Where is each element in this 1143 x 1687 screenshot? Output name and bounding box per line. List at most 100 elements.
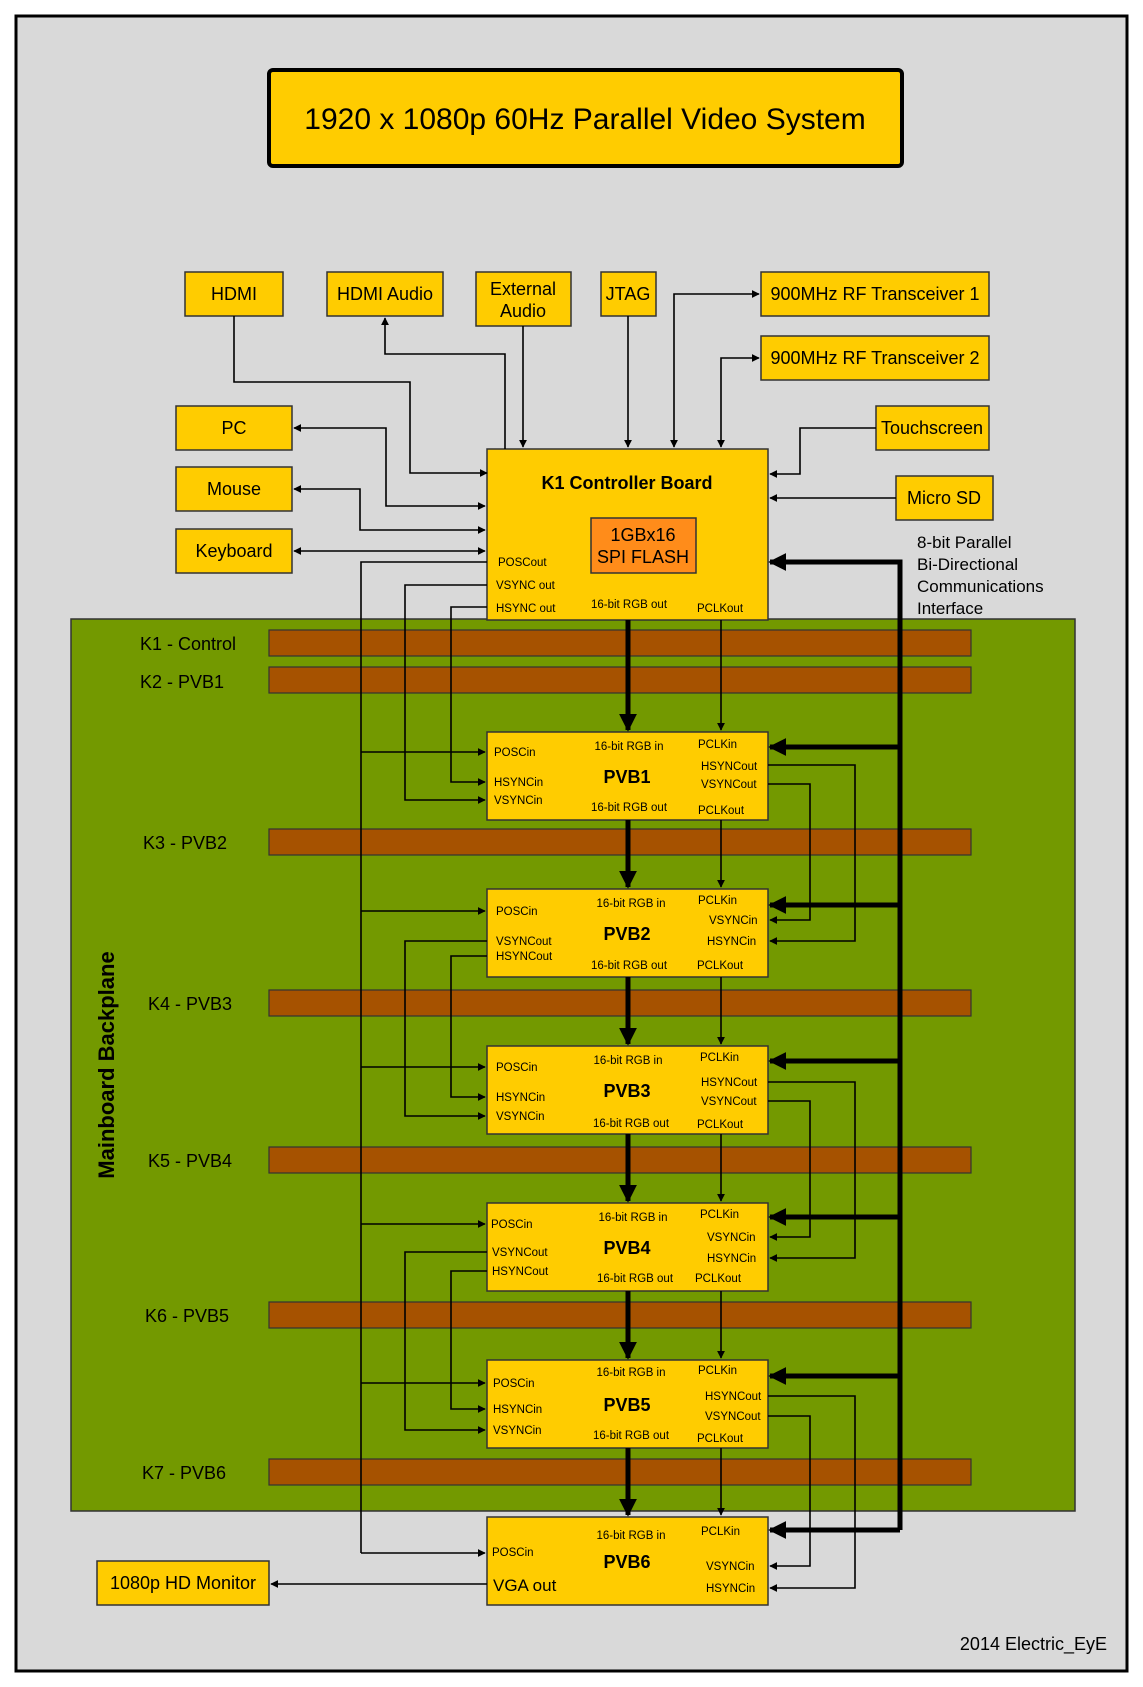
hd-monitor-label: 1080p HD Monitor: [110, 1573, 256, 1593]
peripherals: HDMI HDMI Audio External Audio JTAG 900M…: [96, 271, 994, 1606]
slot-label-k2: K2 - PVB1: [140, 672, 224, 692]
data-buses: [619, 553, 903, 1539]
pvb5-rgb-in: 16-bit RGB in: [596, 1367, 665, 1379]
spi-flash-label-2: SPI FLASH: [597, 547, 689, 567]
pvb3-box: [486, 1045, 769, 1135]
pvb2-rgb-out: 16-bit RGB out: [591, 960, 668, 972]
pvb2-pin-poscin: POSCin: [496, 906, 538, 918]
jtag-label: JTAG: [606, 284, 651, 304]
wire-hsync-pvb5-pvb6: [768, 1395, 856, 1592]
pvb6-pin-vsyncin: VSYNCin: [706, 1561, 755, 1573]
controller-title: K1 Controller Board: [541, 473, 712, 493]
hdmi-box: [184, 271, 284, 317]
external-audio-label-2: Audio: [500, 301, 546, 321]
pvb3-pin-pclkin: PCLKin: [700, 1052, 739, 1064]
pc-label: PC: [221, 418, 246, 438]
slot-label-k1: K1 - Control: [140, 634, 236, 654]
pvb2-pin-pclkout: PCLKout: [697, 960, 744, 972]
pvb4-pin-vsyncin: VSYNCin: [707, 1232, 756, 1244]
slot-label-k6: K6 - PVB5: [145, 1306, 229, 1326]
slot-label-k4: K4 - PVB3: [148, 994, 232, 1014]
wire-vsync-pvb4-pvb5: [404, 1251, 487, 1434]
pvb5-pin-hsyncin: HSYNCin: [493, 1404, 542, 1416]
pvb6-pin-poscin: POSCin: [492, 1547, 534, 1559]
pvb5-pin-vsyncin: VSYNCin: [493, 1425, 542, 1437]
pvb4-title: PVB4: [603, 1238, 650, 1258]
mouse-box: [175, 466, 293, 512]
credit-label: 2014 Electric_EyE: [960, 1634, 1107, 1655]
pvb4-pin-pclkout: PCLKout: [695, 1273, 742, 1285]
slot-label-k3: K3 - PVB2: [143, 833, 227, 853]
pvb4-pin-pclkin: PCLKin: [700, 1209, 739, 1221]
pvb2-title: PVB2: [603, 924, 650, 944]
pvb3-pin-vsyncout: VSYNCout: [701, 1096, 757, 1108]
pvb2-pin-hsyncout: HSYNCout: [496, 951, 553, 963]
pvb4-pin-vsyncout: VSYNCout: [492, 1247, 548, 1259]
pvb6-pin-vga-out: VGA out: [493, 1576, 557, 1595]
pvb2-pin-vsyncout: VSYNCout: [496, 936, 552, 948]
slot-k4: [268, 989, 972, 1017]
slot-k6: [268, 1301, 972, 1329]
pvb5-board: PVB5 16-bit RGB in 16-bit RGB out POSCin…: [486, 1359, 769, 1449]
pvb3-pin-hsyncout: HSYNCout: [701, 1077, 758, 1089]
spi-flash-label-1: 1GBx16: [610, 525, 675, 545]
pvb2-board: PVB2 16-bit RGB in 16-bit RGB out POSCin…: [486, 888, 769, 978]
rf-transceiver-2-label: 900MHz RF Transceiver 2: [770, 348, 979, 368]
pvb4-box: [486, 1202, 769, 1292]
pvb1-title: PVB1: [603, 767, 650, 787]
hd-monitor-box: [96, 1560, 270, 1606]
comms-note-line-3: Communications: [917, 577, 1044, 596]
comms-note-line-4: Interface: [917, 599, 983, 618]
wire-mouse: [293, 485, 486, 534]
backplane-label: Mainboard Backplane: [94, 951, 119, 1178]
pvb2-box: [486, 888, 769, 978]
wire-vsync-pvb3-pvb4: [768, 1100, 811, 1241]
hdmi-audio-label: HDMI Audio: [337, 284, 433, 304]
pvb2-pin-vsyncin: VSYNCin: [709, 915, 758, 927]
micro-sd-box: [895, 475, 994, 521]
pvb6-title: PVB6: [603, 1552, 650, 1572]
pvb2-rgb-in: 16-bit RGB in: [596, 898, 665, 910]
pvb3-pin-hsyncin: HSYNCin: [496, 1092, 545, 1104]
external-audio-box: [475, 271, 572, 327]
pvb5-pin-poscin: POSCin: [493, 1378, 535, 1390]
wire-hsync-pvb2-pvb3: [450, 955, 487, 1101]
rf-transceiver-1-box: [760, 271, 990, 317]
slot-label-k7: K7 - PVB6: [142, 1463, 226, 1483]
slot-k7: [268, 1458, 972, 1486]
mouse-label: Mouse: [207, 479, 261, 499]
wire-rf2: [717, 354, 760, 448]
slot-k2: [268, 666, 972, 694]
diagram-title: 1920 x 1080p 60Hz Parallel Video System: [304, 103, 865, 136]
wire-hsync-pvb4-pvb5: [450, 1270, 487, 1413]
pvb5-pin-vsyncout: VSYNCout: [705, 1411, 761, 1423]
pvb4-rgb-in: 16-bit RGB in: [598, 1212, 667, 1224]
micro-sd-label: Micro SD: [907, 488, 981, 508]
controller-pin-pclkout: PCLKout: [697, 603, 744, 615]
pvb3-title: PVB3: [603, 1081, 650, 1101]
pvb5-rgb-out: 16-bit RGB out: [593, 1430, 670, 1442]
pvb4-pin-poscin: POSCin: [491, 1219, 533, 1231]
pvb3-pin-vsyncin: VSYNCin: [496, 1111, 545, 1123]
controller-pin-rgb-out: 16-bit RGB out: [591, 599, 668, 611]
pvb2-pin-pclkin: PCLKin: [698, 895, 737, 907]
wire-touchscreen: [769, 427, 876, 478]
hdmi-audio-box: [326, 271, 444, 317]
pvb1-pin-hsyncout: HSYNCout: [701, 761, 758, 773]
pvb3-pin-poscin: POSCin: [496, 1062, 538, 1074]
pvb3-rgb-out: 16-bit RGB out: [593, 1118, 670, 1130]
pvb3-rgb-in: 16-bit RGB in: [593, 1055, 662, 1067]
pvb1-pin-vsyncout: VSYNCout: [701, 779, 757, 791]
slot-k5: [268, 1146, 972, 1174]
wire-vsync-k1-pvb1: [404, 584, 487, 804]
slot-k1: [268, 629, 972, 657]
pvb1-pin-pclkout: PCLKout: [698, 805, 745, 817]
pc-box: [175, 405, 293, 451]
pvb5-pin-pclkin: PCLKin: [698, 1365, 737, 1377]
comms-note-line-2: Bi-Directional: [917, 555, 1018, 574]
pvb3-board: PVB3 16-bit RGB in 16-bit RGB out POSCin…: [486, 1045, 769, 1135]
pvb3-pin-pclkout: PCLKout: [697, 1119, 744, 1131]
pvb4-pin-hsyncout: HSYNCout: [492, 1266, 549, 1278]
connector-slots: K1 - Control K2 - PVB1 K3 - PVB2 K4 - PV…: [140, 629, 972, 1486]
pvb1-pin-poscin: POSCin: [494, 747, 536, 759]
